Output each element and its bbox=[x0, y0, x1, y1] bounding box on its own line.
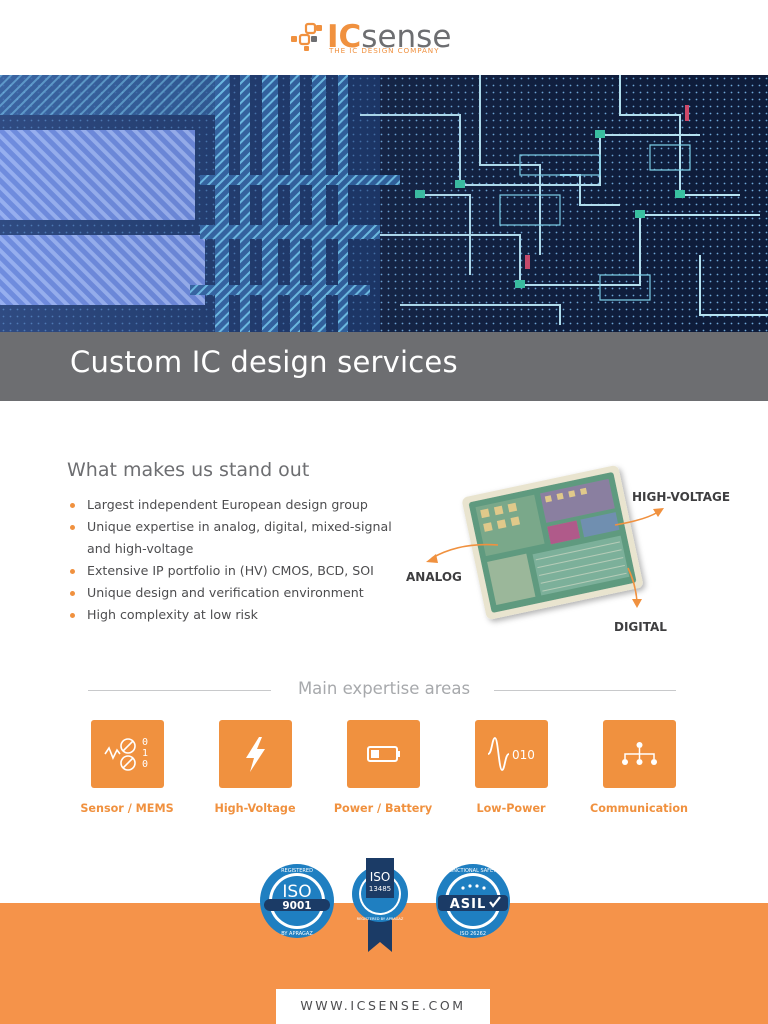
bullet-icon bbox=[70, 591, 75, 596]
svg-text:0: 0 bbox=[142, 759, 148, 770]
title-banner: Custom IC design services bbox=[0, 332, 768, 401]
svg-text:ISO: ISO bbox=[282, 882, 311, 902]
circuit-layout-graphic bbox=[0, 75, 768, 332]
svg-text:ASIL: ASIL bbox=[450, 897, 487, 912]
list-item-continuation: and high-voltage bbox=[87, 541, 194, 556]
hero-circuit-image bbox=[0, 75, 768, 332]
svg-text:FUNCTIONAL SAFETY: FUNCTIONAL SAFETY bbox=[447, 868, 501, 874]
website-link[interactable]: WWW.ICSENSE.COM bbox=[300, 998, 466, 1013]
list-item: Unique expertise in analog, digital, mix… bbox=[70, 516, 400, 538]
website-box[interactable]: WWW.ICSENSE.COM bbox=[276, 989, 490, 1024]
expertise-heading: Main expertise areas bbox=[297, 679, 471, 698]
bullet-icon bbox=[70, 613, 75, 618]
bullet-icon bbox=[70, 503, 75, 508]
svg-text:REGISTERED: REGISTERED bbox=[281, 868, 313, 874]
logo-mark-icon bbox=[291, 22, 322, 51]
expertise-label-high-voltage: High-Voltage bbox=[214, 802, 296, 815]
asil-badge: ASIL FUNCTIONAL SAFETY ISO 26262 bbox=[436, 864, 510, 938]
logo-tagline: THE IC DESIGN COMPANY bbox=[329, 46, 440, 55]
divider-left bbox=[88, 690, 271, 691]
svg-text:BY APRAGAZ: BY APRAGAZ bbox=[281, 931, 313, 937]
svg-text:1: 1 bbox=[142, 748, 148, 759]
svg-text:13485: 13485 bbox=[369, 885, 391, 893]
standout-list: Largest independent European design grou… bbox=[70, 494, 400, 626]
svg-text:9001: 9001 bbox=[282, 900, 311, 912]
iso-13485-badge: ISO 13485 REGISTERED BY APRAGAZ bbox=[352, 858, 408, 952]
expertise-label-communication: Communication bbox=[590, 802, 688, 815]
list-item: High complexity at low risk bbox=[70, 604, 400, 626]
checkmark-icon bbox=[489, 896, 501, 908]
divider-right bbox=[494, 690, 676, 691]
chip-die-graphic bbox=[426, 465, 664, 620]
network-icon bbox=[622, 742, 657, 765]
expertise-label-power-battery: Power / Battery bbox=[333, 802, 433, 815]
bullet-icon bbox=[70, 569, 75, 574]
list-item: Extensive IP portfolio in (HV) CMOS, BCD… bbox=[70, 560, 400, 582]
sensor-mems-icon: 0 1 0 bbox=[104, 737, 148, 771]
battery-icon bbox=[367, 746, 400, 762]
logo-wordmark: ICSENSE bbox=[327, 19, 452, 55]
expertise-tile-high-voltage bbox=[219, 720, 292, 788]
svg-text:010: 010 bbox=[512, 748, 535, 762]
svg-text:REGISTERED BY APRAGAZ: REGISTERED BY APRAGAZ bbox=[357, 917, 404, 921]
svg-text:ISO: ISO bbox=[370, 870, 391, 884]
standout-heading: What makes us stand out bbox=[67, 459, 310, 481]
list-item: Unique design and verification environme… bbox=[70, 582, 400, 604]
expertise-tile-power-battery bbox=[347, 720, 420, 788]
waveform-icon: 010 bbox=[487, 737, 535, 771]
svg-text:ISO 26262: ISO 26262 bbox=[460, 931, 486, 937]
chip-illustration: HIGH-VOLTAGE ANALOG DIGITAL bbox=[400, 450, 768, 650]
list-item: Largest independent European design grou… bbox=[70, 494, 400, 516]
expertise-label-low-power: Low-Power bbox=[476, 802, 546, 815]
expertise-tile-low-power: 010 bbox=[475, 720, 548, 788]
page-title: Custom IC design services bbox=[70, 345, 458, 379]
expertise-label-sensor-mems: Sensor / MEMS bbox=[80, 802, 174, 815]
company-logo: ICSENSE THE IC DESIGN COMPANY bbox=[288, 20, 488, 60]
iso-9001-badge: ISO 9001 REGISTERED BY APRAGAZ bbox=[260, 864, 334, 938]
svg-text:0: 0 bbox=[142, 737, 148, 748]
chip-label-high-voltage: HIGH-VOLTAGE bbox=[632, 490, 731, 504]
expertise-tile-sensor-mems: 0 1 0 bbox=[91, 720, 164, 788]
expertise-tile-communication bbox=[603, 720, 676, 788]
bullet-icon bbox=[70, 525, 75, 530]
lightning-bolt-icon bbox=[246, 737, 265, 772]
chip-label-digital: DIGITAL bbox=[614, 620, 667, 634]
chip-label-analog: ANALOG bbox=[406, 570, 462, 584]
